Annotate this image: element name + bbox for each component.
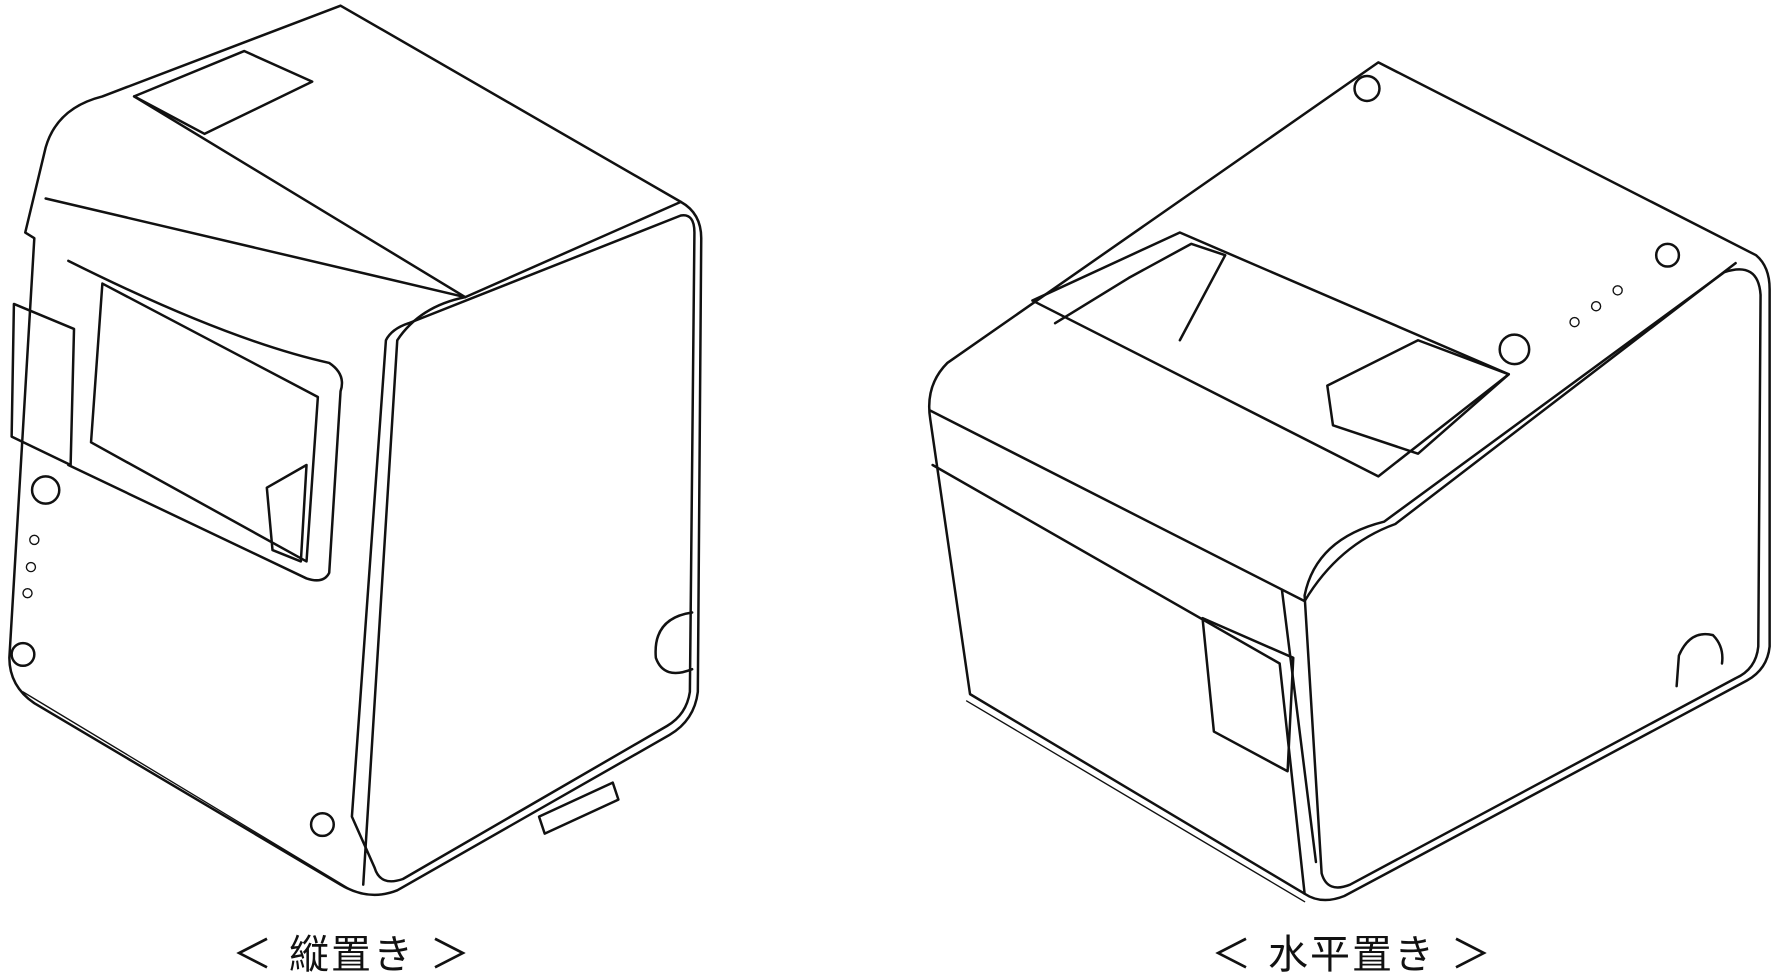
printer-horizontal-drawing [927,61,1771,903]
printer-vertical-drawing [8,4,703,897]
caption-horizontal: ＜ 水平置き ＞ [1211,932,1493,978]
caption-vertical: ＜ 縦置き ＞ [232,932,472,978]
